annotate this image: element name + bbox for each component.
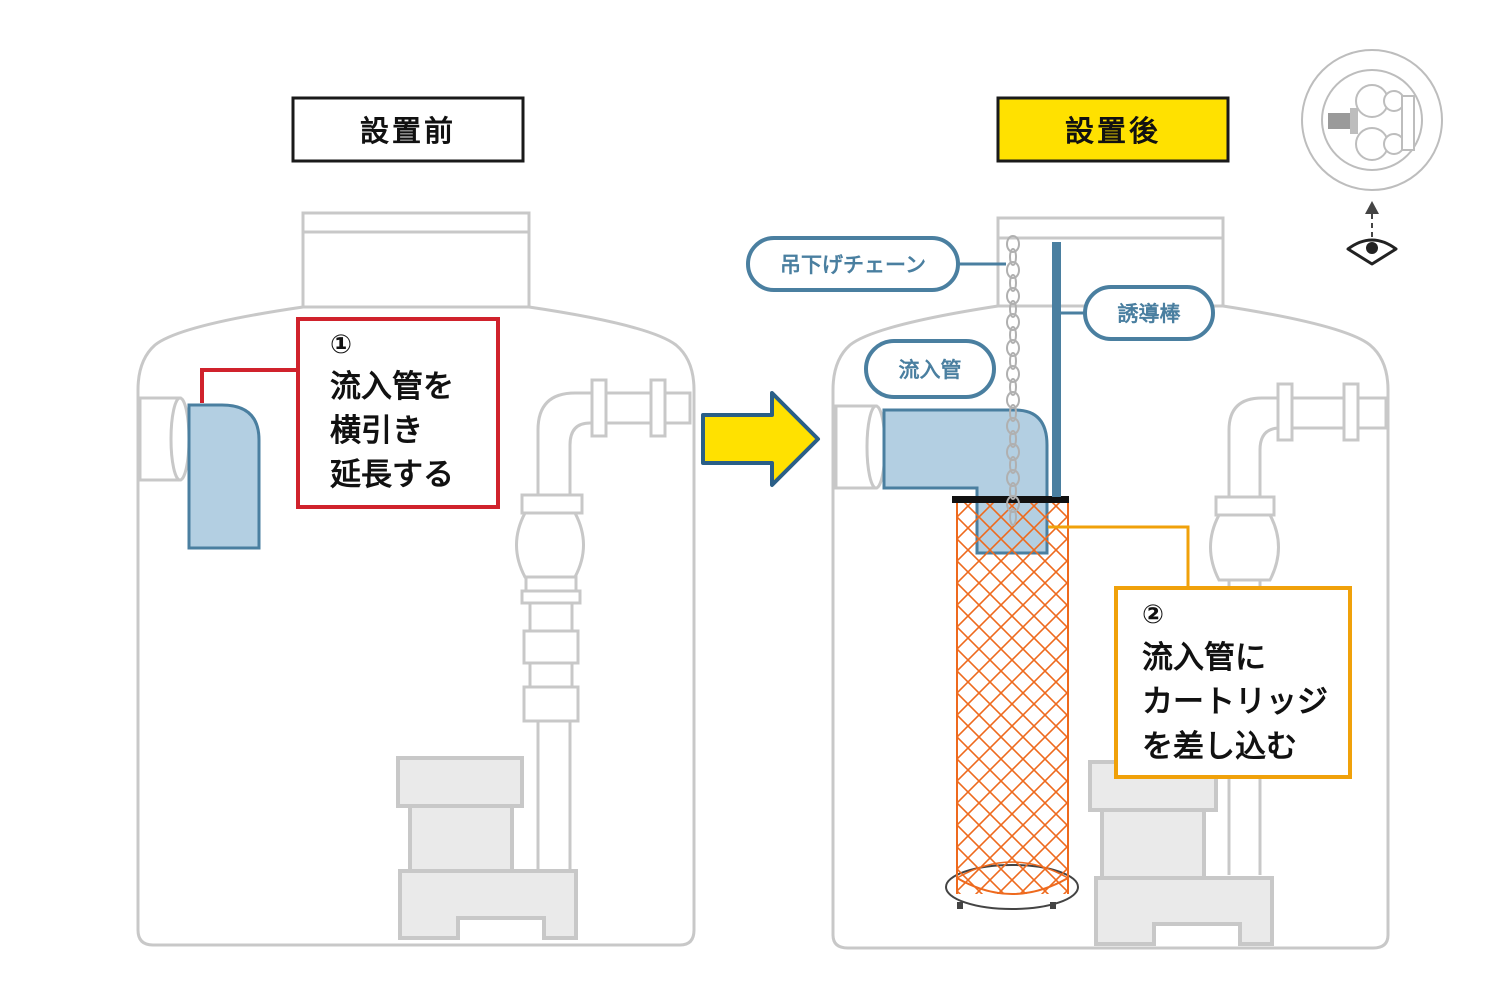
pill-chain: 吊下げチェーン [746, 236, 1006, 292]
guide-rod [1052, 242, 1061, 497]
arrow-right-icon [701, 391, 820, 487]
pill-inflow-pipe: 流入管 [864, 339, 996, 399]
chain-link [1006, 313, 1020, 331]
chain-link [1006, 417, 1020, 435]
hanging-chain [1006, 235, 1020, 526]
before-label: 設置前 [291, 96, 525, 163]
chain-link [1009, 352, 1017, 370]
chain-link [1009, 508, 1017, 526]
chain-link [1009, 430, 1017, 448]
inlet-stub [138, 396, 191, 482]
callout-1: ① 流入管を 横引き 延長する [200, 317, 500, 509]
callout-2-number: ② [1142, 600, 1164, 630]
callout-1-line-2: 横引き [330, 413, 423, 449]
chain-link [1009, 300, 1017, 318]
inflow-pipe-before [187, 403, 261, 550]
top-view-icon [1301, 49, 1443, 191]
inlet-stub-after [834, 404, 887, 490]
callout-2-line-1: 流入管に [1142, 640, 1266, 676]
chain-link [1009, 326, 1017, 344]
discharge-pipe-after [1209, 382, 1388, 875]
pill-inflow-pipe-text: 流入管 [899, 358, 962, 382]
chain-link [1009, 456, 1017, 474]
chain-link [1006, 235, 1020, 253]
eye-icon [1346, 238, 1398, 266]
before-label-text: 設置前 [360, 114, 456, 148]
chain-link [1009, 482, 1017, 500]
cartridge [945, 496, 1079, 910]
callout-2-line-2: カートリッジ [1142, 684, 1328, 720]
chain-link [1006, 261, 1020, 279]
pill-guide-rod: 誘導棒 [1061, 285, 1215, 341]
after-label: 設置後 [996, 96, 1230, 163]
chain-link [1009, 378, 1017, 396]
chain-link [1009, 404, 1017, 422]
chain-link [1006, 287, 1020, 305]
chain-link [1006, 443, 1020, 461]
chain-link [1006, 495, 1020, 513]
chain-link [1006, 469, 1020, 487]
chain-link [1006, 339, 1020, 357]
callout-1-line-3: 延長する [329, 457, 454, 493]
discharge-pipe-before [515, 378, 692, 870]
callout-2-line-3: を差し込む [1142, 729, 1297, 765]
chain-link [1006, 365, 1020, 383]
view-arrow-icon [1365, 201, 1379, 240]
pill-guide-rod-text: 誘導棒 [1118, 302, 1182, 326]
chain-link [1009, 248, 1017, 266]
pump-before [396, 756, 578, 940]
callout-2: ② 流入管に カートリッジ を差し込む [1048, 525, 1352, 779]
chain-link [1006, 391, 1020, 409]
chain-link [1009, 274, 1017, 292]
callout-1-line-1: 流入管を [330, 369, 454, 405]
after-label-text: 設置後 [1065, 114, 1161, 148]
callout-1-number: ① [330, 330, 352, 360]
pill-chain-text: 吊下げチェーン [780, 253, 926, 277]
